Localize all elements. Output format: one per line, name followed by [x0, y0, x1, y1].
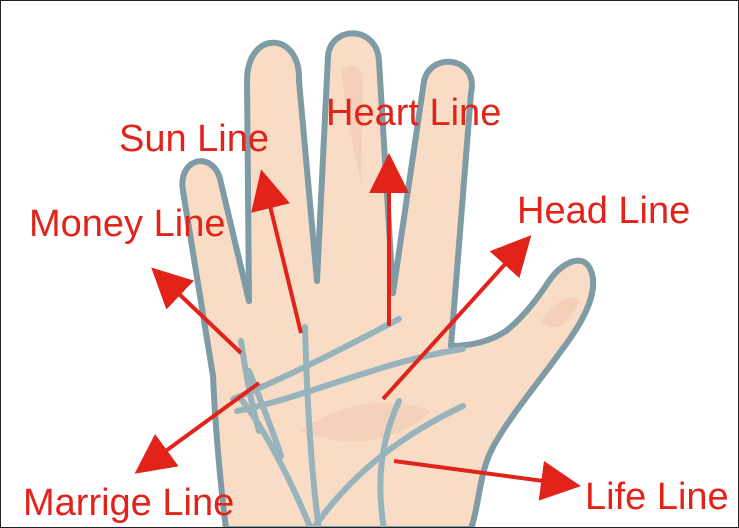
label-life-line: Life Line — [585, 476, 729, 518]
label-money-line: Money Line — [29, 203, 225, 245]
label-sun-line: Sun Line — [119, 118, 269, 160]
label-marrige-line: Marrige Line — [23, 482, 234, 524]
label-heart-line: Heart Line — [326, 92, 501, 134]
label-head-line: Head Line — [517, 190, 690, 232]
